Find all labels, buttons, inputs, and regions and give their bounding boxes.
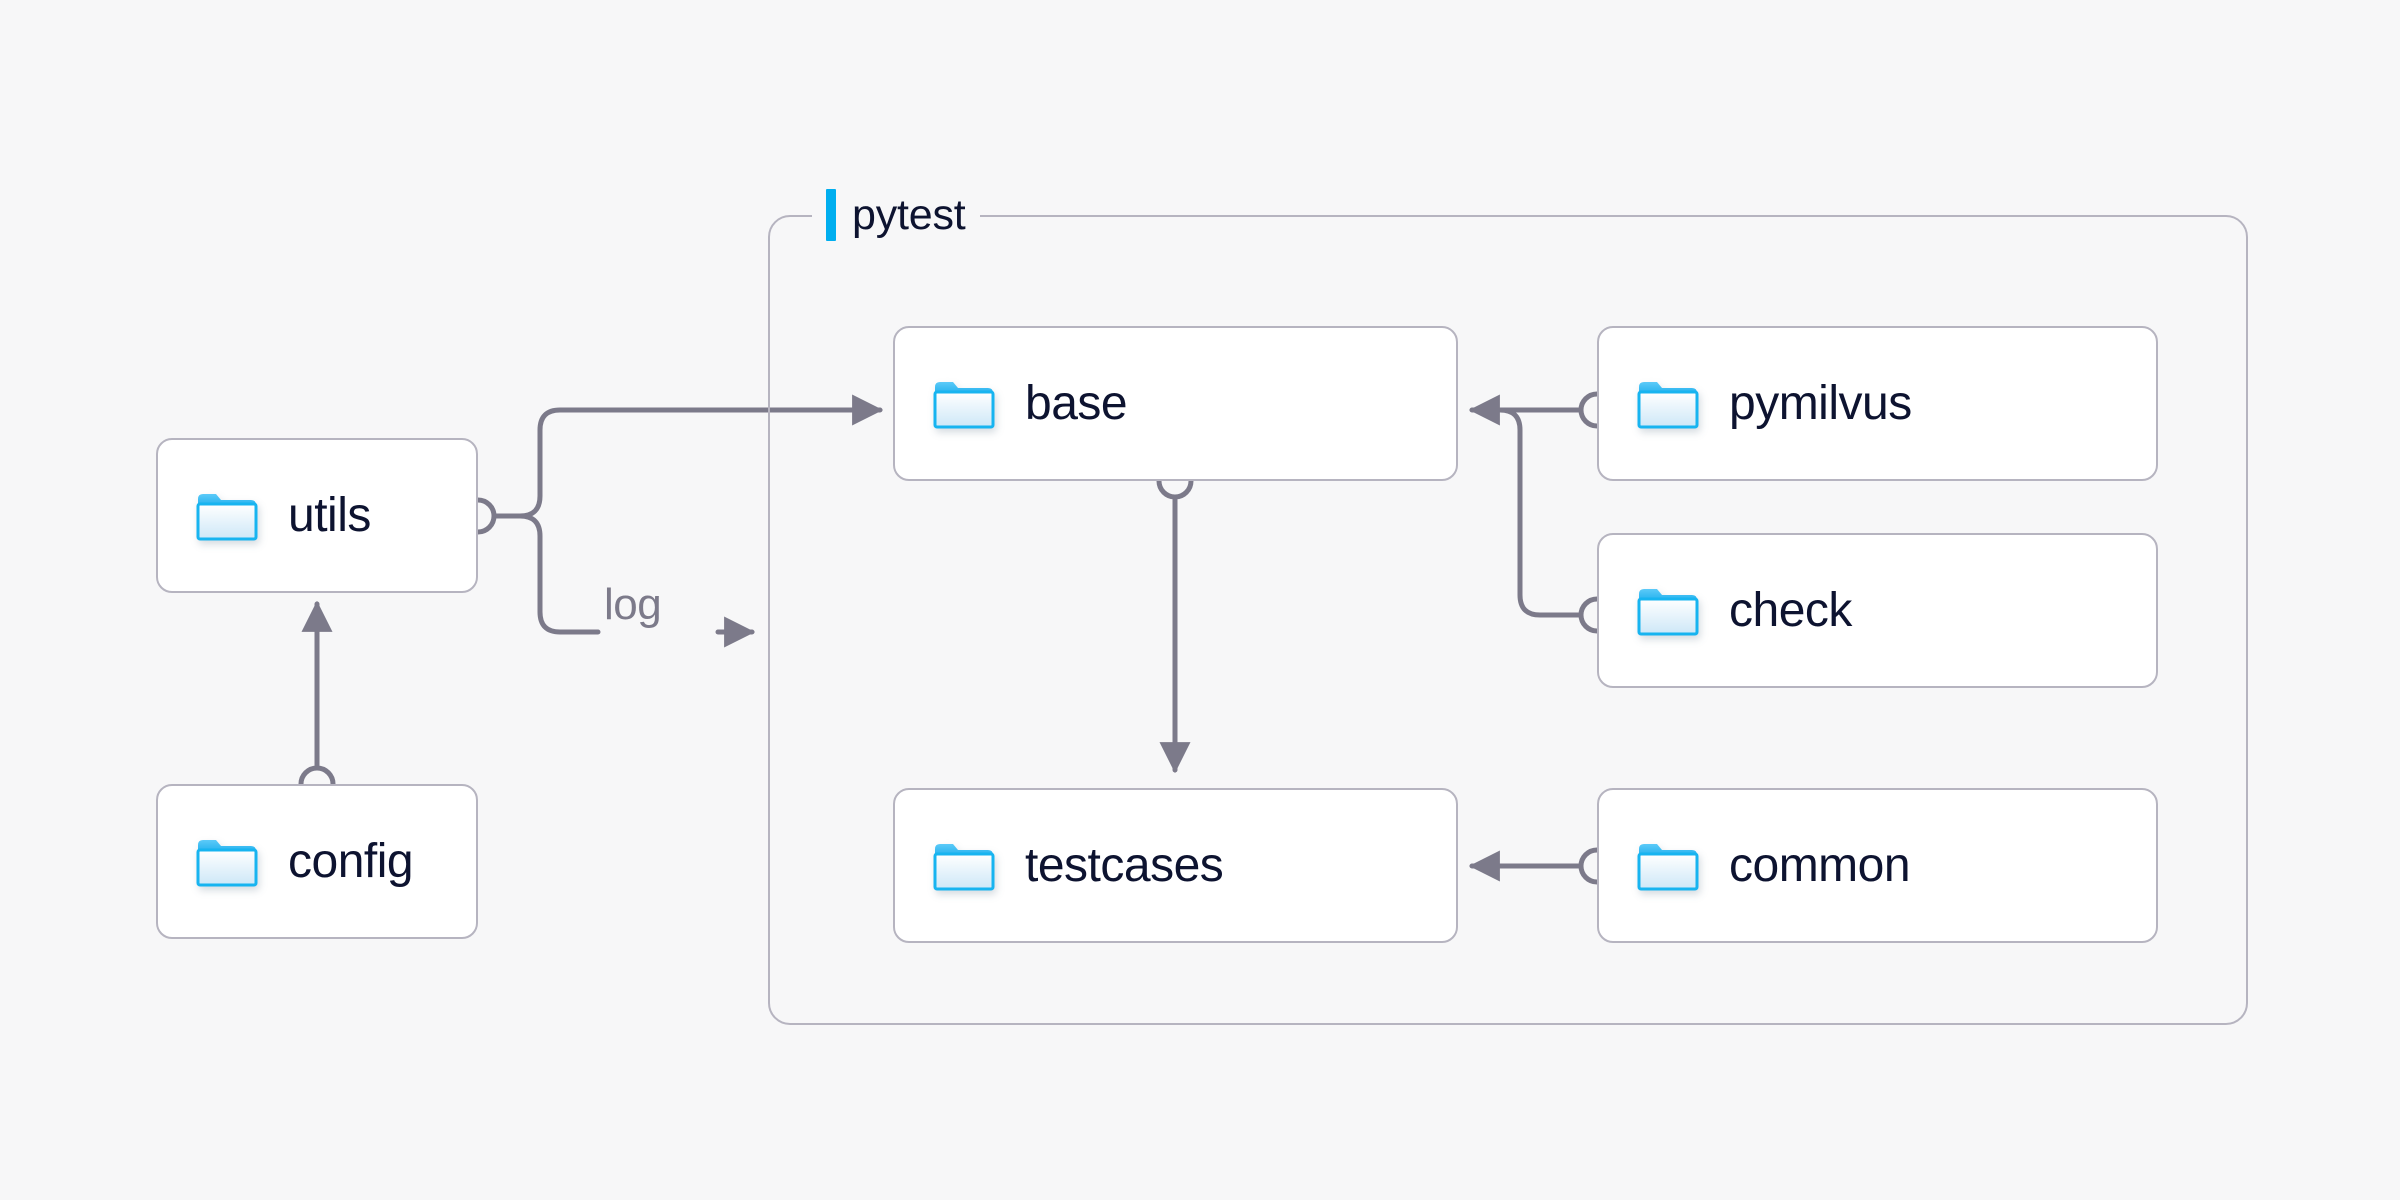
folder-icon [1637, 840, 1699, 892]
edge-label-log: log [604, 580, 662, 629]
folder-icon [196, 836, 258, 888]
node-base[interactable]: base [893, 326, 1458, 481]
node-label: pymilvus [1729, 377, 1912, 430]
node-label: check [1729, 584, 1852, 637]
node-pymilvus[interactable]: pymilvus [1597, 326, 2158, 481]
node-utils[interactable]: utils [156, 438, 478, 593]
node-check[interactable]: check [1597, 533, 2158, 688]
folder-icon [933, 378, 995, 430]
node-label: config [288, 835, 414, 888]
node-config[interactable]: config [156, 784, 478, 939]
folder-icon [1637, 585, 1699, 637]
node-testcases[interactable]: testcases [893, 788, 1458, 943]
node-common[interactable]: common [1597, 788, 2158, 943]
group-accent-bar [826, 189, 836, 241]
folder-icon [1637, 378, 1699, 430]
pytest-group-label: pytest [812, 187, 980, 243]
node-label: utils [288, 489, 371, 542]
node-label: common [1729, 839, 1911, 892]
folder-icon [933, 840, 995, 892]
pytest-group-container[interactable] [768, 215, 2248, 1025]
folder-icon [196, 490, 258, 542]
group-label-text: pytest [852, 190, 966, 239]
node-label: base [1025, 377, 1128, 430]
node-label: testcases [1025, 839, 1224, 892]
edge-utils-to-log [493, 513, 601, 635]
